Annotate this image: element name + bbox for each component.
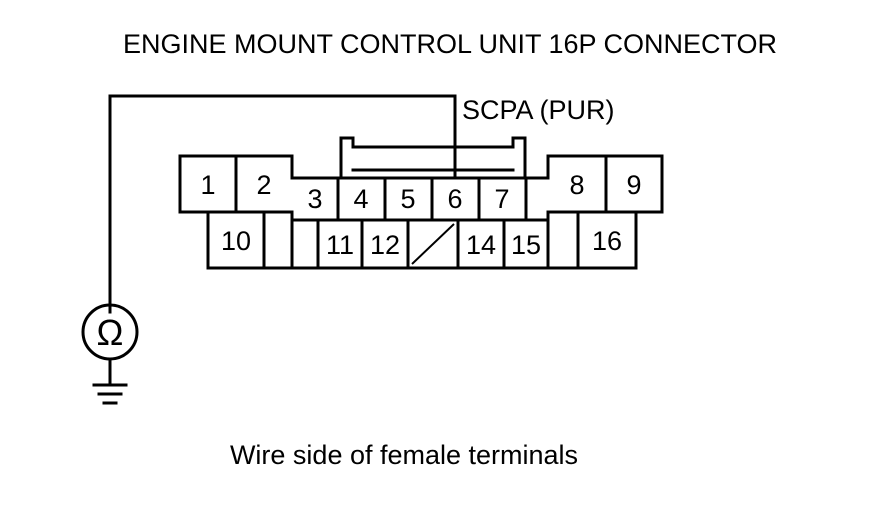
ground-icon [92,357,128,405]
diagram-title: ENGINE MOUNT CONTROL UNIT 16P CONNECTOR [123,29,777,59]
terminal-numbers: 1 2 3 4 5 6 7 8 9 10 11 12 14 15 16 [200,170,641,260]
empty-cavity-13 [411,223,455,265]
ohmmeter-icon: Ω [81,303,139,361]
terminal-14: 14 [466,230,496,260]
diagram-caption: Wire side of female terminals [230,440,578,470]
terminal-10: 10 [221,226,251,256]
terminal-6: 6 [447,184,462,214]
terminal-16: 16 [592,226,622,256]
terminal-7: 7 [494,184,509,214]
terminal-15: 15 [511,230,541,260]
connector-housing [178,136,664,270]
terminal-1: 1 [200,170,215,200]
terminal-5: 5 [400,184,415,214]
terminal-2: 2 [256,170,271,200]
wire-label: SCPA (PUR) [462,95,615,125]
test-lead-wire [108,94,457,314]
terminal-12: 12 [370,230,400,260]
locking-tab [339,136,527,180]
terminal-4: 4 [353,184,368,214]
terminal-3: 3 [307,184,322,214]
terminal-grid [178,154,664,270]
terminal-9: 9 [626,170,641,200]
terminal-11: 11 [326,230,354,260]
ohm-symbol: Ω [97,312,124,353]
terminal-8: 8 [569,170,584,200]
